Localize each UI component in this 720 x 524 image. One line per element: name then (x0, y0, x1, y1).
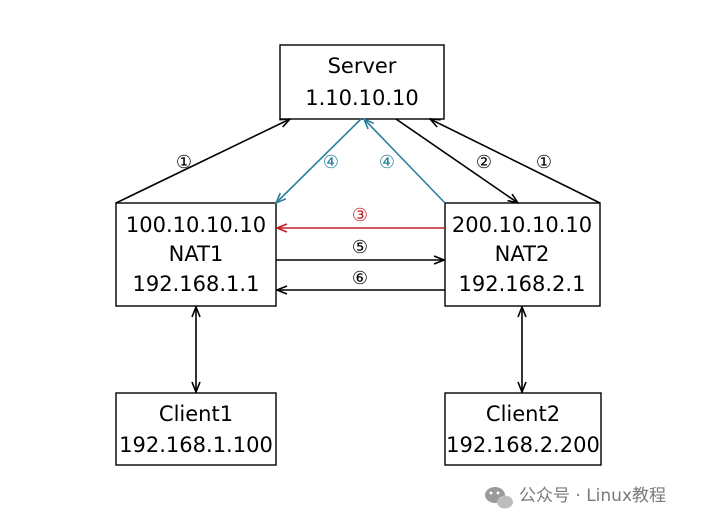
step6-label: ⑥ (352, 268, 368, 289)
nat1-name: NAT1 (169, 242, 224, 266)
client2-name: Client2 (486, 402, 560, 426)
step5-label: ⑤ (352, 237, 368, 258)
arrow-step4-server-to-nat1 (276, 118, 362, 203)
client1-ip: 192.168.1.100 (119, 433, 273, 457)
client2-ip: 192.168.2.200 (446, 433, 600, 457)
arrow-step1-nat2-to-server (430, 119, 601, 204)
step1-right-label: ① (536, 152, 552, 173)
nat2-name: NAT2 (495, 242, 550, 266)
watermark: 公众号 · Linux教程 (485, 486, 666, 509)
step4-left-label: ④ (323, 152, 339, 173)
server-name: Server (328, 54, 397, 78)
wechat-icon (485, 487, 513, 509)
server-node: Server 1.10.10.10 (279, 44, 445, 120)
arrow-step2-server-to-nat2 (395, 118, 518, 203)
server-ip: 1.10.10.10 (305, 86, 419, 110)
nat2-public-ip: 200.10.10.10 (452, 213, 592, 237)
step4-right-label: ④ (379, 152, 395, 173)
step1-left-label: ① (176, 152, 192, 173)
arrow-step4-nat2-to-server (364, 119, 446, 204)
nat1-private-ip: 192.168.1.1 (133, 272, 260, 296)
nat1-node: 100.10.10.10 NAT1 192.168.1.1 (115, 202, 277, 307)
watermark-text: 公众号 · Linux教程 (519, 486, 666, 506)
client2-node: Client2 192.168.2.200 (444, 392, 602, 466)
step3-label: ③ (352, 205, 368, 226)
nat2-node: 200.10.10.10 NAT2 192.168.2.1 (444, 202, 601, 307)
step2-label: ② (476, 152, 492, 173)
client1-name: Client1 (159, 402, 233, 426)
client1-node: Client1 192.168.1.100 (115, 392, 277, 466)
nat2-private-ip: 192.168.2.1 (459, 272, 586, 296)
nat1-public-ip: 100.10.10.10 (126, 213, 266, 237)
arrow-step1-nat1-to-server (115, 119, 290, 204)
